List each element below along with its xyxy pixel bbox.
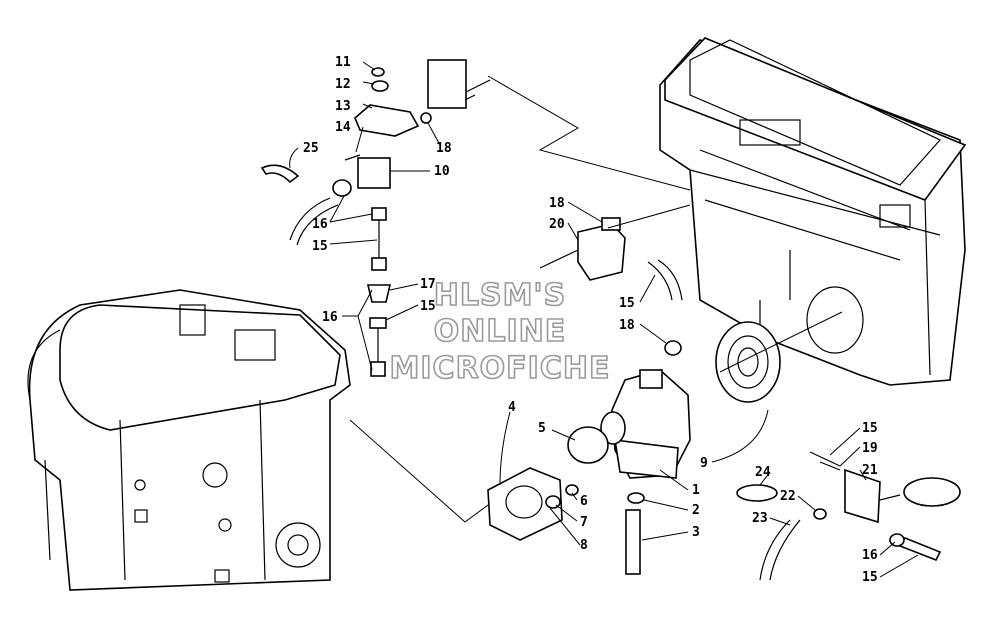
callout-20: 20	[549, 217, 565, 232]
callout-12: 12	[335, 77, 351, 92]
connector-lines	[349, 75, 843, 523]
watermark-line-1: HLSM'S	[434, 278, 566, 313]
callout-9: 9	[700, 456, 708, 471]
callout-8: 8	[580, 538, 588, 553]
callout-19: 19	[862, 441, 878, 456]
fuel-valve-assembly	[260, 59, 491, 377]
callout-15-a: 15	[312, 239, 328, 254]
callout-25: 25	[303, 141, 319, 156]
callout-5: 5	[538, 421, 546, 436]
mounting-flange	[487, 426, 609, 541]
callout-15-e: 15	[862, 570, 878, 585]
callout-7: 7	[580, 515, 588, 530]
callout-13: 13	[335, 99, 351, 114]
watermark: HLSM'S ONLINE MICROFICHE	[389, 277, 611, 387]
callout-4: 4	[508, 400, 516, 415]
callout-11: 11	[335, 55, 351, 70]
watermark-line-3: MICROFICHE	[390, 351, 611, 386]
callout-15-c: 15	[619, 296, 635, 311]
callout-10: 10	[434, 164, 450, 179]
callout-23: 23	[752, 511, 768, 526]
callout-15-b: 15	[420, 299, 436, 314]
watermark-line-2: ONLINE	[434, 314, 567, 349]
callout-16-b: 16	[322, 310, 338, 325]
leader-lines	[289, 61, 919, 578]
callout-24: 24	[755, 465, 771, 480]
carburetor	[600, 369, 691, 575]
callout-22: 22	[780, 489, 796, 504]
callout-3: 3	[692, 525, 700, 540]
callout-18-a: 18	[436, 141, 452, 156]
callout-16-c: 16	[862, 548, 878, 563]
callout-labels: 11 12 13 14 25 18 10 16 15 18 20 17 15 1…	[303, 55, 878, 585]
engine	[27, 289, 351, 591]
callout-16-a: 16	[312, 217, 328, 232]
callout-18-c: 18	[619, 318, 635, 333]
callout-17: 17	[420, 277, 436, 292]
callout-18-b: 18	[549, 196, 565, 211]
callout-6: 6	[580, 494, 588, 509]
callout-2: 2	[692, 503, 700, 518]
fuel-pump	[539, 217, 683, 356]
callout-21: 21	[862, 463, 878, 478]
impulse-fitting	[736, 451, 961, 581]
callout-15-d: 15	[862, 421, 878, 436]
airbox	[659, 37, 967, 386]
callout-14: 14	[335, 120, 351, 135]
callout-1: 1	[692, 483, 700, 498]
intake-boot	[715, 321, 781, 403]
